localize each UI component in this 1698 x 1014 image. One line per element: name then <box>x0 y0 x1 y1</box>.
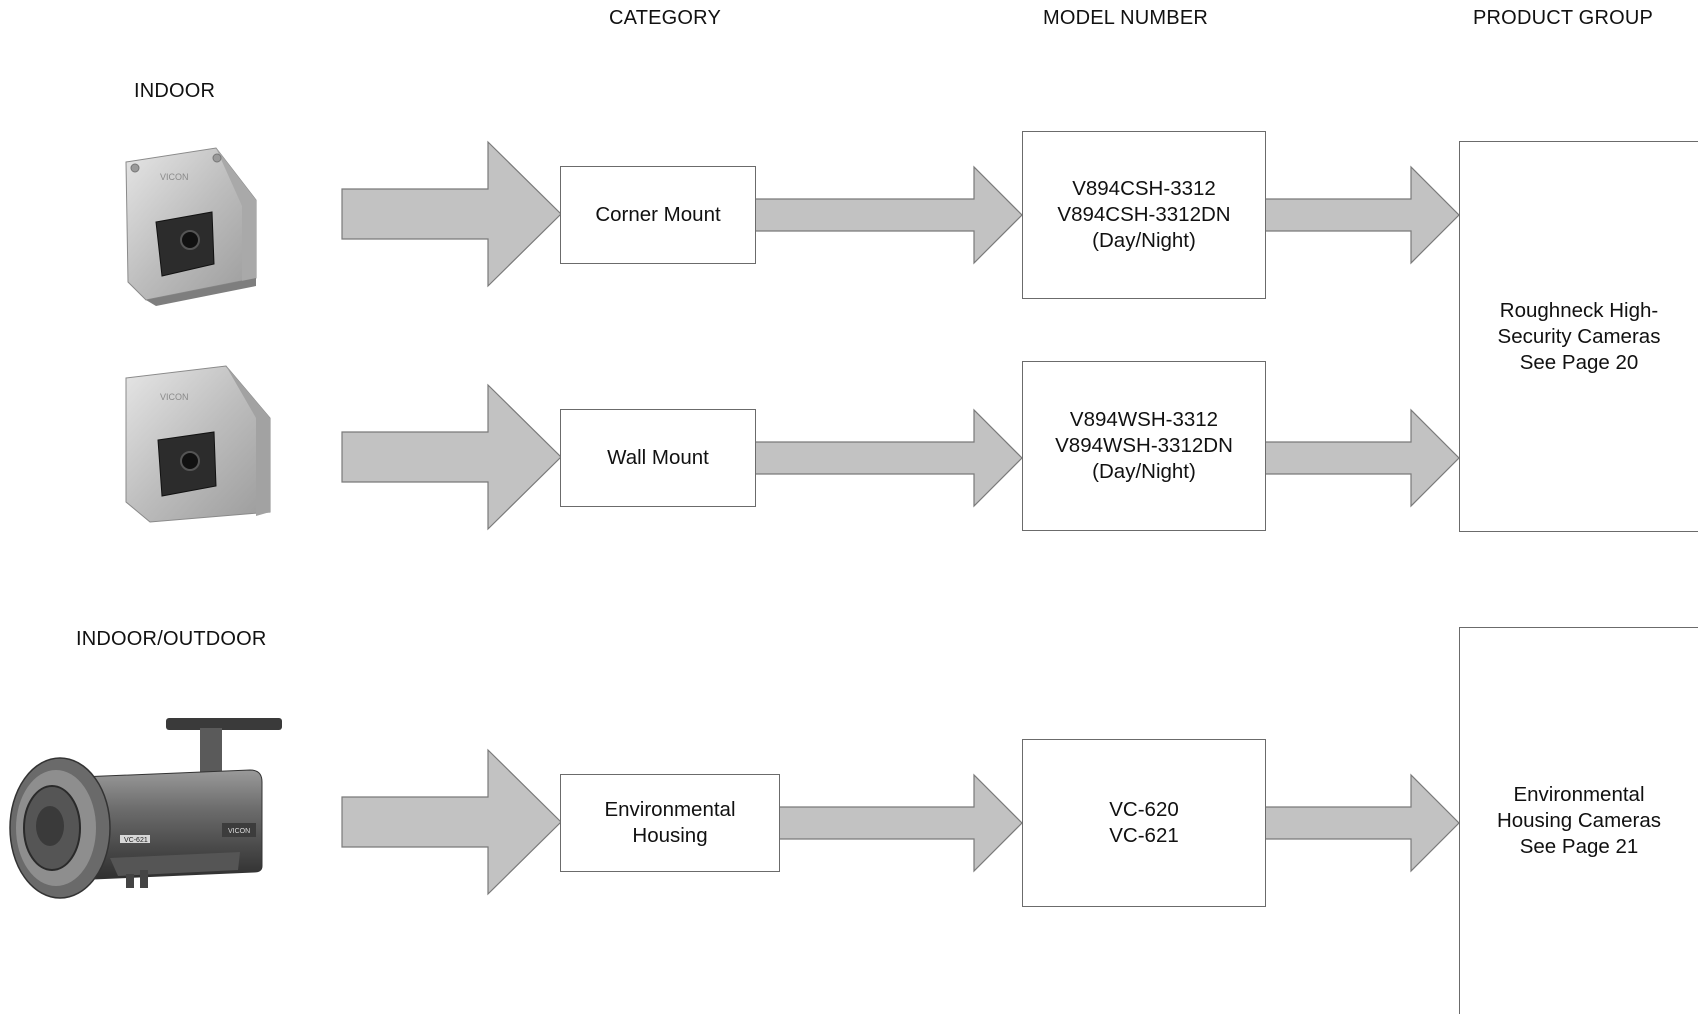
model-box-wall: V894WSH-3312 V894WSH-3312DN (Day/Night) <box>1022 361 1266 531</box>
group-env-line-2: Housing Cameras <box>1496 809 1662 832</box>
arrow-env-model-to-group <box>1264 773 1460 873</box>
group-env-line-3: See Page 21 <box>1519 835 1639 858</box>
category-env-line-1: Environmental <box>604 798 736 821</box>
product-group-box-roughneck: Roughneck High- Security Cameras See Pag… <box>1459 141 1698 532</box>
arrow-wall-category-to-model <box>754 408 1023 508</box>
model-box-corner: V894CSH-3312 V894CSH-3312DN (Day/Night) <box>1022 131 1266 299</box>
arrow-wall-to-category <box>341 383 562 531</box>
model-corner-line-1: V894CSH-3312 <box>1072 177 1216 200</box>
header-category: CATEGORY <box>609 7 721 29</box>
model-corner-line-2: V894CSH-3312DN <box>1057 203 1231 226</box>
product-group-box-environmental: Environmental Housing Cameras See Page 2… <box>1459 627 1698 1014</box>
header-model-number: MODEL NUMBER <box>1043 7 1209 29</box>
corner-mount-camera-image: VICON <box>125 147 257 306</box>
arrow-corner-model-to-group <box>1264 165 1460 265</box>
category-box-corner-mount: Corner Mount <box>560 166 756 264</box>
group-roughneck-line-2: Security Cameras <box>1497 324 1661 348</box>
bullet-camera-model-label: VC-621 <box>124 837 148 844</box>
model-wall-line-2: V894WSH-3312DN <box>1055 434 1233 457</box>
category-box-environmental-housing: Environmental Housing <box>560 774 780 872</box>
category-env-line-2: Housing <box>632 824 708 847</box>
model-wall-line-3: (Day/Night) <box>1092 460 1196 483</box>
model-wall-line-1: V894WSH-3312 <box>1069 408 1219 431</box>
model-corner-line-3: (Day/Night) <box>1092 229 1196 252</box>
model-env-line-2: VC-621 <box>1109 824 1179 847</box>
group-env-line-1: Environmental <box>1513 783 1645 806</box>
svg-text:VICON: VICON <box>160 172 189 182</box>
model-box-environmental: VC-620 VC-621 <box>1022 739 1266 907</box>
svg-text:VICON: VICON <box>160 392 189 402</box>
group-roughneck-line-1: Roughneck High- <box>1499 298 1659 322</box>
model-env-line-1: VC-620 <box>1109 798 1179 821</box>
arrow-wall-model-to-group <box>1264 408 1460 508</box>
section-label-indoor-outdoor: INDOOR/OUTDOOR <box>76 628 267 650</box>
section-label-indoor: INDOOR <box>134 80 216 102</box>
arrow-env-category-to-model <box>778 773 1023 873</box>
arrow-corner-category-to-model <box>754 165 1023 265</box>
arrow-corner-to-category <box>341 140 562 288</box>
header-product-group: PRODUCT GROUP <box>1473 7 1654 29</box>
wall-mount-camera-image: VICON <box>125 365 271 523</box>
category-corner-label: Corner Mount <box>595 203 721 226</box>
bullet-camera-image: VC-621 VICON <box>9 718 282 899</box>
group-roughneck-line-3: See Page 20 <box>1519 350 1639 374</box>
category-box-wall-mount: Wall Mount <box>560 409 756 507</box>
category-wall-label: Wall Mount <box>607 446 709 469</box>
arrow-bullet-to-category <box>341 748 562 896</box>
bullet-camera-brand-label: VICON <box>228 828 250 835</box>
